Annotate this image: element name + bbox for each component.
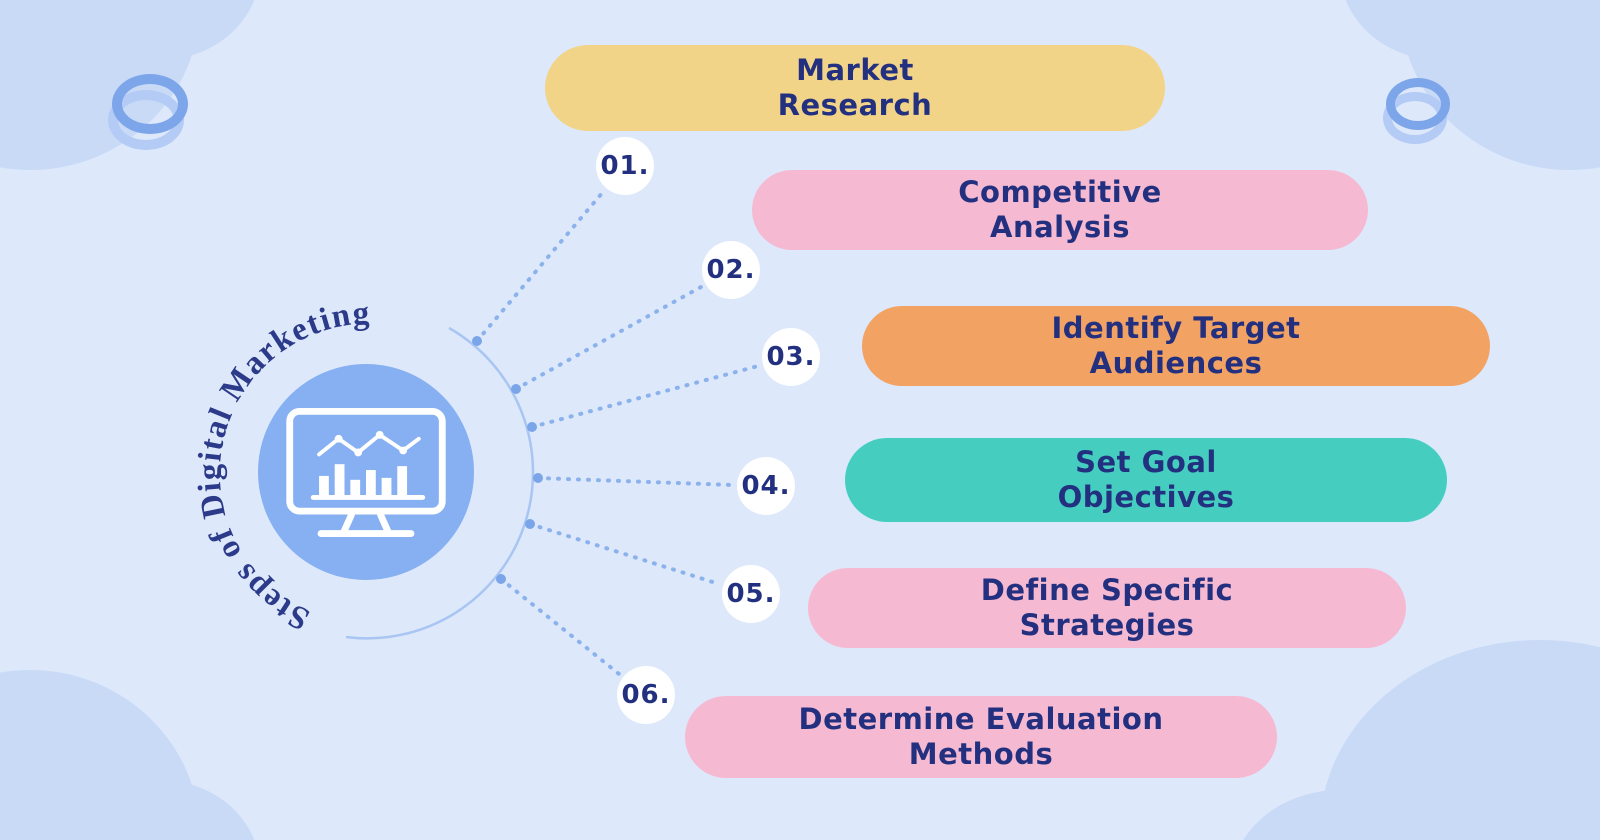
step-number-06: 06. [617,666,675,724]
connector-line-04 [536,476,734,487]
connector-line-02 [514,285,703,391]
step-number-02: 02. [702,241,760,299]
step-pill-set-goals: Set Goal Objectives [845,438,1447,522]
step-pill-define-strategies: Define Specific Strategies [808,568,1406,648]
connector-dots [472,336,543,584]
connector-line-01 [475,190,605,343]
ring-icon-right [1386,78,1450,130]
center-circle [258,364,474,580]
connector-line-05 [528,522,721,586]
step-pill-market-research: Market Research [545,45,1165,131]
step-number-05: 05. [722,565,780,623]
connector-line-06 [499,577,621,676]
step-number-04: 04. [737,457,795,515]
step-number-03: 03. [762,328,820,386]
step-pill-evaluation-methods: Determine Evaluation Methods [685,696,1277,778]
step-number-01: 01. [596,137,654,195]
connector-line-03 [530,364,760,429]
monitor-chart-icon [286,407,446,538]
ring-icon-left [112,74,188,134]
step-pill-competitive-analysis: Competitive Analysis [752,170,1368,250]
step-pill-identify-audiences: Identify Target Audiences [862,306,1490,386]
